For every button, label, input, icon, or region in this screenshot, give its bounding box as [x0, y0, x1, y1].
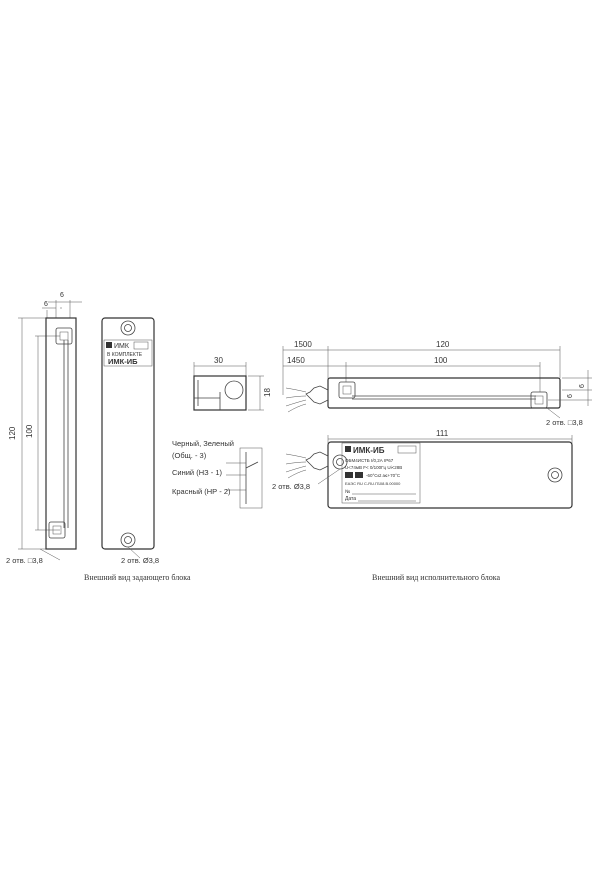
master-side-view: 6 6 120 100 2 отв. □3,8 — [6, 292, 82, 565]
wiring-line-1: Черный, Зеленый — [172, 439, 234, 448]
dim-master-120: 120 — [8, 426, 17, 440]
wiring-block: 30 18 Черный, Зеленый (Общ. - 3) Синий (… — [172, 356, 272, 509]
exec-cert-mark — [345, 472, 353, 478]
exec-label-model: ИМК-ИБ — [353, 446, 385, 455]
master-round-holes-label: 2 отв. Ø3,8 — [121, 556, 159, 565]
dim-master-100: 100 — [25, 424, 34, 438]
master-label-kit: В КОМПЛЕКТЕ — [107, 352, 143, 358]
master-front-view: ИМК В КОМПЛЕКТЕ ИМК-ИБ 2 отв. Ø3,8 — [101, 317, 159, 565]
dim-exec-100: 100 — [434, 356, 448, 365]
exec-label-line-4: ЕАЭС RU C-RU.ГБ08.В.00000 — [345, 481, 401, 486]
exec-label-line-6: Дата — [345, 496, 356, 502]
wiring-line-4: Красный (НР - 2) — [172, 487, 231, 496]
dim-exec-6-upper: 6 — [579, 384, 586, 388]
dim-exec-1500: 1500 — [294, 340, 312, 349]
master-caption: Внешний вид задающего блока — [84, 573, 191, 582]
dim-wiring-18: 18 — [263, 388, 272, 397]
dim-master-6-top: 6 — [60, 292, 64, 299]
exec-label-line-2: U<74мВ F< 0/100Гц Ui<28В — [345, 465, 402, 470]
wiring-line-3: Синий (НЗ - 1) — [172, 468, 222, 477]
master-label-model: ИМК-ИБ — [108, 357, 138, 366]
exec-label-line-3: -60°С≤t a≤+70°С — [366, 473, 401, 478]
dim-master-6-lower: 6 — [44, 301, 48, 308]
executive-side-view: 1500 120 1450 100 6 6 2 отв. □3,8 — [282, 340, 592, 427]
dim-exec-1450: 1450 — [287, 356, 305, 365]
exec-label-line-5: № — [345, 489, 350, 495]
exec-square-holes-label: 2 отв. □3,8 — [546, 418, 583, 427]
brand-logo — [106, 342, 112, 348]
dim-wiring-30: 30 — [214, 356, 223, 365]
dim-exec-111: 111 — [436, 429, 449, 438]
master-square-holes-label: 2 отв. □3,8 — [6, 556, 43, 565]
master-label-brand: ИМК — [114, 343, 130, 350]
executive-caption: Внешний вид исполнительного блока — [372, 573, 501, 582]
exec-label-line-1: ОБМ4ИСТБ I/0,2А IP67 — [345, 458, 394, 463]
exec-eac-mark — [355, 472, 363, 478]
wiring-line-2: (Общ. - 3) — [172, 451, 207, 460]
dim-exec-120: 120 — [436, 340, 450, 349]
exec-brand-logo — [345, 446, 351, 452]
dim-exec-6-lower: 6 — [567, 394, 574, 398]
executive-front-view: 111 ИМК-ИБ ОБМ4ИСТБ I/0,2А IP67 U<74мВ F… — [272, 429, 573, 509]
exec-round-holes-label: 2 отв. Ø3,8 — [272, 482, 310, 491]
